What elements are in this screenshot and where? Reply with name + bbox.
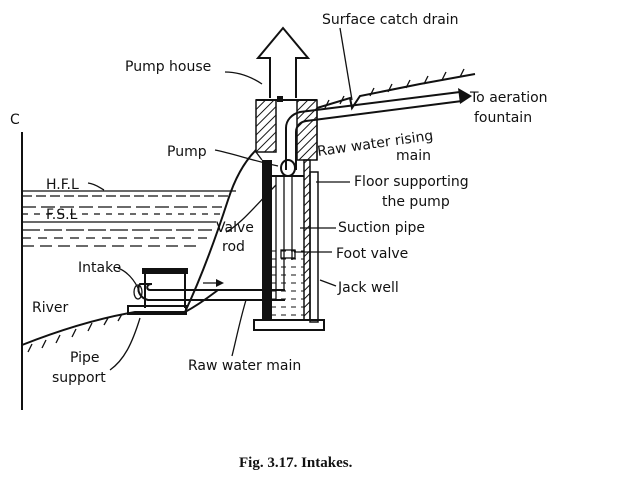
label-raw-water-main: Raw water main <box>188 358 301 374</box>
raw-water-rising-main-pipe <box>285 88 472 170</box>
label-pump: Pump <box>167 144 207 160</box>
label-valve: Valve <box>216 220 254 236</box>
water-surface-lines <box>22 190 236 247</box>
ground-surface <box>316 73 476 111</box>
jack-well <box>253 159 325 331</box>
label-intake: Intake <box>78 260 121 276</box>
pump-house <box>255 96 318 161</box>
river-bed <box>21 289 219 346</box>
label-to-aeration: To aeration <box>469 90 548 106</box>
label-rod: rod <box>222 239 245 255</box>
river-bed-hatching <box>27 313 123 353</box>
label-foot-valve: Foot valve <box>336 246 408 262</box>
label-rising-main: main <box>396 148 431 164</box>
label-river: River <box>32 300 69 316</box>
ground-hatching <box>324 68 465 109</box>
leader-lines <box>87 27 353 371</box>
label-fountain: fountain <box>474 110 532 126</box>
label-support: support <box>52 370 106 386</box>
label-floor-supporting: Floor supporting <box>354 174 469 190</box>
label-suction-pipe: Suction pipe <box>338 220 425 236</box>
embankment <box>184 149 257 313</box>
suction-pipe <box>280 176 296 290</box>
label-the-pump: the pump <box>382 194 450 210</box>
label-pump-house: Pump house <box>125 59 211 75</box>
label-surface-catch-drain: Surface catch drain <box>322 12 459 28</box>
label-pipe: Pipe <box>70 350 100 366</box>
pump-house-arrow <box>255 26 311 98</box>
intake-structure <box>127 268 188 315</box>
figure-caption: Fig. 3.17. Intakes. <box>239 455 353 471</box>
label-jack-well: Jack well <box>337 280 399 296</box>
label-fsl: F.S.L <box>46 207 78 223</box>
label-hfl: H.F.L <box>46 177 79 193</box>
pump-body <box>280 159 296 177</box>
label-c-mark: C <box>10 112 20 128</box>
